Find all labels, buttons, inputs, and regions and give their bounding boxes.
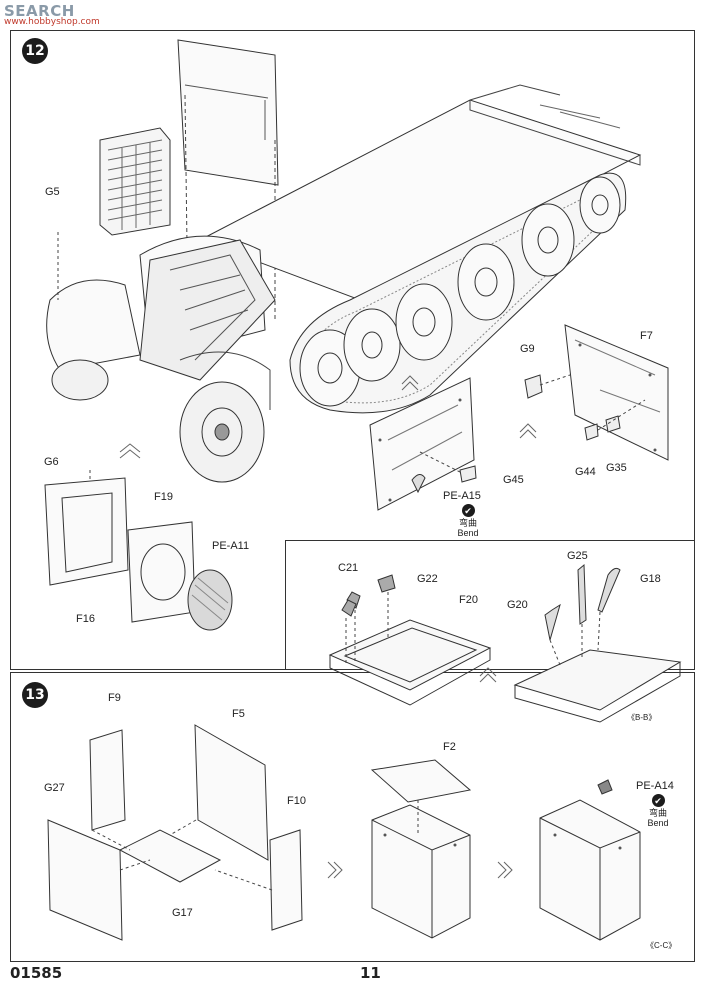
bend-en: Bend bbox=[457, 528, 479, 538]
part-f2 bbox=[372, 760, 470, 802]
label-section-cc: 《C-C》 bbox=[646, 941, 677, 950]
road-wheels bbox=[300, 177, 620, 406]
part-g9 bbox=[525, 375, 542, 398]
label-g22: G22 bbox=[417, 573, 438, 585]
label-f9: F9 bbox=[108, 692, 121, 704]
bend-note-a14: ✔ 弯曲 Bend bbox=[640, 794, 676, 828]
part-g27 bbox=[48, 820, 122, 940]
label-f2: F2 bbox=[443, 741, 456, 753]
label-g5: G5 bbox=[45, 186, 60, 198]
product-code: 01585 bbox=[10, 964, 63, 982]
label-f16: F16 bbox=[76, 613, 95, 625]
label-g6: G6 bbox=[44, 456, 59, 468]
label-f20: F20 bbox=[459, 594, 478, 606]
label-g20: G20 bbox=[507, 599, 528, 611]
label-g9: G9 bbox=[520, 343, 535, 355]
label-g35: G35 bbox=[606, 462, 627, 474]
label-g25: G25 bbox=[567, 550, 588, 562]
page-number: 11 bbox=[360, 964, 381, 982]
part-f7 bbox=[565, 325, 668, 460]
label-f19: F19 bbox=[154, 491, 173, 503]
part-g45 bbox=[460, 466, 476, 482]
part-f9 bbox=[90, 730, 125, 830]
front-fender bbox=[47, 280, 140, 370]
label-f10: F10 bbox=[287, 795, 306, 807]
label-g18: G18 bbox=[640, 573, 661, 585]
box-assembly bbox=[372, 805, 470, 938]
part-frame-bb bbox=[515, 650, 680, 710]
rear-panel bbox=[370, 378, 474, 510]
box-complete bbox=[540, 800, 640, 940]
radiator-grille bbox=[100, 128, 170, 235]
check-icon: ✔ bbox=[461, 504, 475, 517]
label-f5: F5 bbox=[232, 708, 245, 720]
label-section-bb: 《B-B》 bbox=[627, 713, 657, 722]
label-pe-a14: PE-A14 bbox=[636, 780, 674, 792]
watermark-title: SEARCH bbox=[4, 2, 75, 20]
label-c21: C21 bbox=[338, 562, 359, 574]
watermark-url: www.hobbyshop.com bbox=[4, 17, 100, 27]
part-f19 bbox=[45, 478, 128, 585]
firewall-panel bbox=[178, 40, 278, 185]
bend-cn: 弯曲 bbox=[458, 518, 477, 528]
label-f7: F7 bbox=[640, 330, 653, 342]
bend-cn: 弯曲 bbox=[648, 808, 667, 818]
label-pe-a15: PE-A15 bbox=[443, 490, 481, 502]
watermark: SEARCH www.hobbyshop.com bbox=[4, 2, 100, 27]
part-f5 bbox=[195, 725, 268, 860]
step-arrows bbox=[120, 376, 536, 878]
label-g27: G27 bbox=[44, 782, 65, 794]
part-g17 bbox=[120, 830, 220, 882]
part-f10 bbox=[270, 830, 302, 930]
label-g17: G17 bbox=[172, 907, 193, 919]
check-icon: ✔ bbox=[651, 794, 665, 807]
label-g45: G45 bbox=[503, 474, 524, 486]
bend-note-a15: ✔ 弯曲 Bend bbox=[450, 504, 486, 538]
label-g44: G44 bbox=[575, 466, 596, 478]
label-pe-a11: PE-A11 bbox=[212, 540, 250, 552]
bend-en: Bend bbox=[647, 818, 669, 828]
step-12-badge: 12 bbox=[22, 38, 48, 64]
step-13-badge: 13 bbox=[22, 682, 48, 708]
part-pe-a11 bbox=[188, 570, 232, 630]
